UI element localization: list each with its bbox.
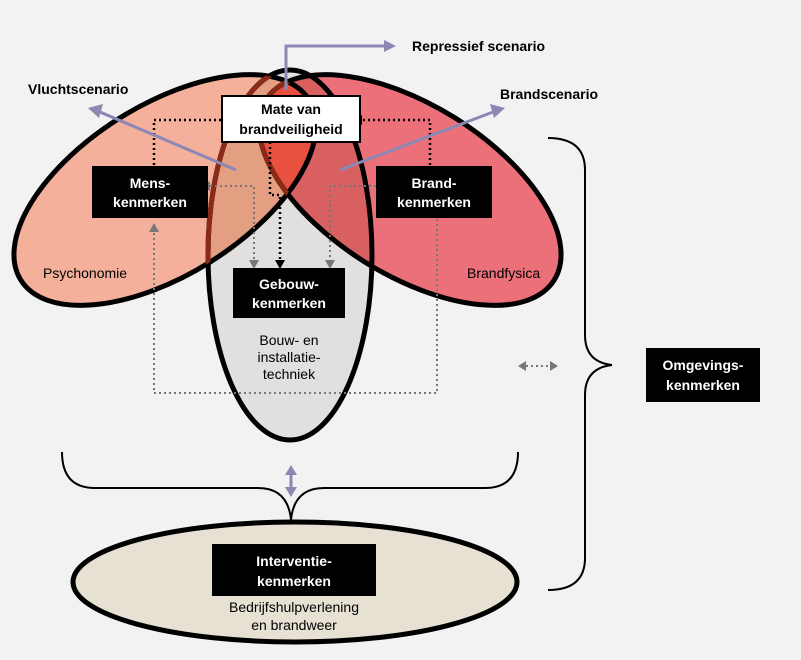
bhv-line2: en brandweer xyxy=(251,617,337,633)
interventie-line2: kenmerken xyxy=(257,573,331,589)
interventie-line1: Interventie- xyxy=(256,553,332,569)
bouw-line3: techniek xyxy=(263,366,316,382)
brand-box xyxy=(376,166,492,218)
bouw-line1: Bouw- en xyxy=(259,332,318,348)
dotted-feedback xyxy=(153,185,438,394)
omgeving-line2: kenmerken xyxy=(666,377,740,393)
gebouw-line2: kenmerken xyxy=(252,295,326,311)
vlucht-label: Vluchtscenario xyxy=(28,81,128,97)
brandscenario-label: Brandscenario xyxy=(500,86,598,102)
brand-line2: kenmerken xyxy=(397,194,471,210)
omgeving-line1: Omgevings- xyxy=(663,357,744,373)
brace-right xyxy=(547,137,613,591)
bhv-line1: Bedrijfshulpverlening xyxy=(229,599,359,615)
brace-bottom xyxy=(61,451,519,521)
gebouw-box xyxy=(233,268,345,318)
bouw-line2: installatie- xyxy=(257,349,320,365)
gebouw-line1: Gebouw- xyxy=(259,276,319,292)
psychonomie-label: Psychonomie xyxy=(43,265,127,281)
scenario-arrows xyxy=(99,44,494,487)
mens-line1: Mens- xyxy=(130,175,171,191)
mens-line2: kenmerken xyxy=(113,194,187,210)
repressief-label: Repressief scenario xyxy=(412,38,545,54)
mate-box xyxy=(221,95,361,143)
omgeving-box xyxy=(646,348,760,402)
dotted-connectors xyxy=(152,118,432,265)
mate-line1: Mate van xyxy=(261,101,321,117)
mens-box xyxy=(92,166,208,218)
mate-line2: brandveiligheid xyxy=(239,121,342,137)
brand-line1: Brand- xyxy=(411,175,456,191)
brandfysica-label: Brandfysica xyxy=(467,265,540,281)
interventie-box xyxy=(212,544,376,596)
dotted-double-arrow xyxy=(518,361,558,371)
